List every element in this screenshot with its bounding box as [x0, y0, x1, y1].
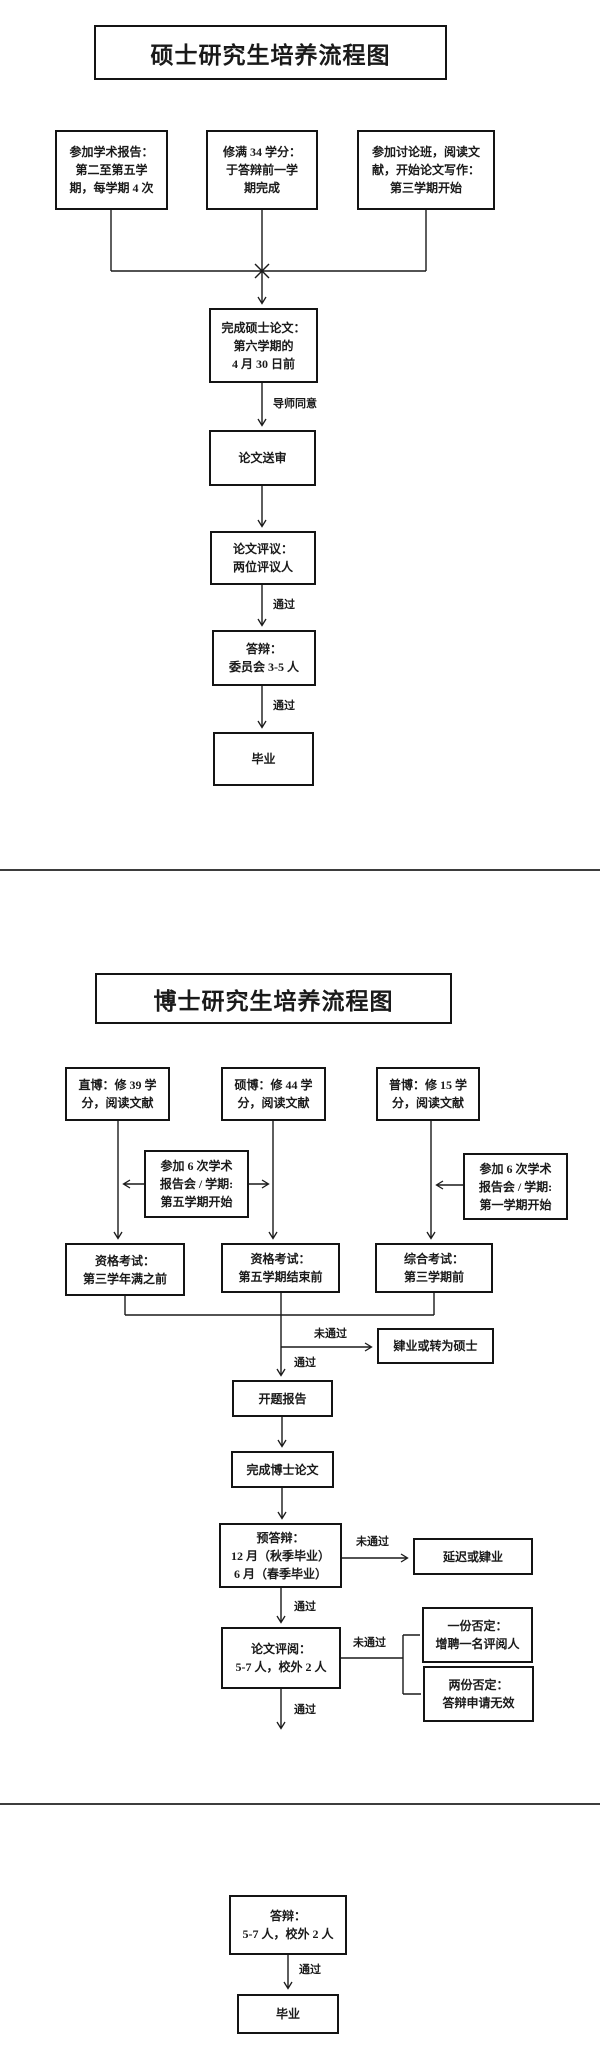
- node-doctor-qualify-exam-2: 资格考试： 第五学期结束前: [221, 1243, 340, 1293]
- doctor-flow-title: 博士研究生培养流程图: [95, 973, 452, 1024]
- node-master-review: 论文评议： 两位评议人: [210, 531, 316, 585]
- node-doctor-pubo: 普博：修 15 学 分，阅读文献: [376, 1067, 480, 1121]
- page-divider-1: [0, 869, 600, 871]
- node-doctor-two-negative: 两份否定： 答辩申请无效: [423, 1666, 534, 1722]
- edge-label-final-pass: 通过: [298, 1964, 322, 1977]
- edge-label-pass-review: 通过: [293, 1704, 317, 1717]
- node-doctor-zhibo: 直博：修 39 学 分，阅读文献: [65, 1067, 170, 1121]
- node-master-credits: 修满 34 学分： 于答辩前一学 期完成: [206, 130, 318, 210]
- edge-label-fail-review: 未通过: [352, 1637, 387, 1650]
- node-doctor-proposal: 开题报告: [232, 1380, 333, 1417]
- node-doctor-comprehensive-exam: 综合考试： 第三学期前: [375, 1243, 493, 1293]
- node-doctor-dropout: 肄业或转为硕士: [377, 1328, 494, 1364]
- node-master-seminar: 参加学术报告： 第二至第五学 期，每学期 4 次: [55, 130, 168, 210]
- node-doctor-seminar-left: 参加 6 次学术 报告会 / 学期: 第五学期开始: [144, 1150, 249, 1218]
- page-divider-2: [0, 1803, 600, 1805]
- merge-x-mark-2: [254, 263, 270, 279]
- edge-label-fail-predefense: 未通过: [355, 1536, 390, 1549]
- edge-label-master-pass-review: 通过: [272, 599, 296, 612]
- node-doctor-delay: 延迟或肄业: [413, 1538, 533, 1575]
- node-final-defense: 答辩： 5-7 人，校外 2 人: [229, 1895, 347, 1955]
- node-doctor-thesis: 完成博士论文: [231, 1451, 334, 1488]
- node-master-graduate: 毕业: [213, 732, 314, 786]
- node-master-defense: 答辩： 委员会 3-5 人: [212, 630, 316, 686]
- edge-label-pass-predefense: 通过: [293, 1601, 317, 1614]
- edge-label-master-pass-defense: 通过: [272, 700, 296, 713]
- edge-label-pass-exam: 通过: [293, 1357, 317, 1370]
- node-master-thesis: 完成硕士论文： 第六学期的 4 月 30 日前: [209, 308, 318, 383]
- node-doctor-one-negative: 一份否定： 增聘一名评阅人: [422, 1607, 533, 1663]
- node-doctor-predefense: 预答辩： 12 月（秋季毕业） 6 月（春季毕业）: [219, 1523, 342, 1588]
- master-flow-title: 硕士研究生培养流程图: [94, 25, 447, 80]
- node-doctor-review: 论文评阅： 5-7 人，校外 2 人: [221, 1627, 341, 1689]
- node-master-discussion: 参加讨论班，阅读文 献，开始论文写作： 第三学期开始: [357, 130, 495, 210]
- node-final-graduate: 毕业: [237, 1994, 339, 2034]
- edge-label-fail-exam: 未通过: [313, 1328, 348, 1341]
- node-doctor-shuobo: 硕博：修 44 学 分，阅读文献: [221, 1067, 326, 1121]
- node-master-submit: 论文送审: [209, 430, 316, 486]
- node-doctor-seminar-right: 参加 6 次学术 报告会 / 学期: 第一学期开始: [463, 1153, 568, 1220]
- node-doctor-qualify-exam-1: 资格考试： 第三学年满之前: [65, 1243, 185, 1296]
- edge-label-advisor-agree: 导师同意: [272, 398, 318, 411]
